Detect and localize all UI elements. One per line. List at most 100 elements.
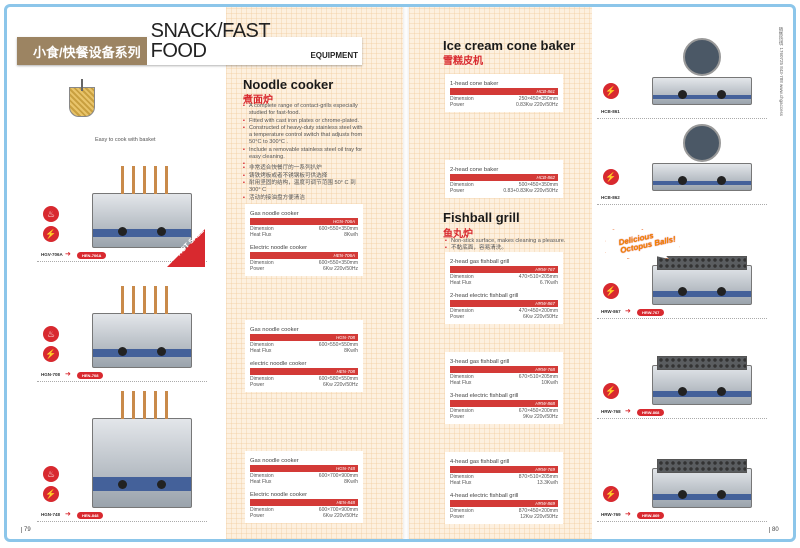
feature-bullet-cn: 活动的接油盘方便清洁 [243, 195, 365, 203]
arrow-right-icon: ➜ [65, 371, 71, 378]
electric-plug-icon: ⚡ [603, 169, 619, 185]
header-cn: 小食/快餐设备系列 [17, 37, 147, 65]
model-bar: HEN-706A [250, 252, 358, 259]
arrow-right-icon: ➜ [625, 511, 631, 518]
product-code: HGV-706A [41, 252, 63, 257]
arrow-right-icon: ➜ [625, 408, 631, 415]
product-panel [37, 265, 207, 382]
model-bar: HEN-848 [250, 499, 358, 506]
model-bar: HRW-767 [450, 266, 558, 273]
product-panel [597, 29, 767, 119]
product-panel [597, 319, 767, 419]
spec-row: Dimension 500×450×350mm [450, 182, 558, 188]
model-bar: HGN-708 [250, 334, 358, 341]
product-image [652, 38, 752, 105]
basket-image [69, 87, 95, 117]
model-bar: HRW-869 [450, 500, 558, 507]
spec-name: Gas noodle cooker [250, 211, 299, 217]
spec-name: 4-head electric fishball grill [450, 493, 519, 499]
feature-bullet: Fitted with cast iron plates or chrome-p… [243, 118, 365, 126]
spec-label: Dimension [450, 408, 474, 414]
model-bar: HCB-861 [450, 88, 558, 95]
spec-name: electric noodle cooker [250, 361, 307, 367]
alt-model-pill: HRW-868 [637, 409, 665, 416]
spec-value: 600×700×900mm [318, 507, 358, 513]
basket-caption: Easy to cook with basket [95, 137, 156, 143]
spec-label: Dimension [450, 474, 474, 480]
header-en: SNACK/FAST FOOD [150, 20, 271, 62]
spec-name: 3-head electric fishball grill [450, 393, 519, 399]
noodle-title: Noodle cooker [243, 77, 334, 92]
spec-value: 0.83Kw 220v/50Hz [516, 102, 558, 108]
side-contact-text: 销售热线: 1760725 843-788 www.chgaccess [779, 27, 784, 117]
spec-row: Power 6Kw 220v/50Hz [450, 314, 558, 320]
page-fold [403, 7, 409, 539]
feature-bullet-cn: 铸铁烤板或者不锈钢板可供选择 [243, 173, 365, 181]
spec-name: 3-head gas fishball grill [450, 359, 510, 365]
spec-name: 2-head cone baker [450, 167, 499, 173]
spec-label: Dimension [450, 374, 474, 380]
product-image [92, 166, 192, 248]
spec-label: Dimension [450, 308, 474, 314]
spec-value: 250×450×350mm [518, 96, 558, 102]
icecream-title: Ice cream cone baker [443, 38, 576, 53]
spec-name: Electric noodle cooker [250, 492, 308, 498]
spec-label: Dimension [250, 260, 274, 266]
feature-bullet-cn: 非常适合快餐厅的一系列扒炉 [243, 165, 365, 173]
product-image [652, 459, 752, 508]
spec-label: Power [450, 102, 465, 108]
spec-value: 8Kw/h [344, 232, 358, 238]
basket-handle [81, 79, 83, 91]
spec-value: 6Kw 220v/50Hz [522, 314, 558, 320]
arrow-right-icon: ➜ [65, 251, 71, 258]
spec-label: Dimension [450, 182, 474, 188]
spec-name: 4-head gas fishball grill [450, 459, 510, 465]
gas-flame-icon: ♨ [43, 326, 59, 342]
spec-value: 600×700×900mm [318, 473, 358, 479]
spec-value: 600×550×350mm [318, 260, 358, 266]
spec-name: Gas noodle cooker [250, 458, 299, 464]
spec-name: 1-head cone baker [450, 81, 499, 87]
model-bar: HGN-706A [250, 218, 358, 225]
electric-plug-icon: ⚡ [43, 486, 59, 502]
spec-value: 670×450×200mm [518, 408, 558, 414]
spec-label: Power [250, 266, 265, 272]
spec-value: 600×550×550mm [318, 342, 358, 348]
spec-value: 470×450×200mm [518, 308, 558, 314]
model-bar: HRW-769 [450, 466, 558, 473]
page-number-left: 79 [21, 527, 31, 533]
spec-value: 500×450×350mm [518, 182, 558, 188]
spec-value: 6Kw 220v/50Hz [322, 382, 358, 388]
electric-plug-icon: ⚡ [603, 486, 619, 502]
spec-label: Dimension [450, 508, 474, 514]
spec-label: Power [450, 514, 465, 520]
spec-label: Power [450, 188, 465, 194]
spec-value: 670×510×205mm [518, 374, 558, 380]
spec-row: Dimension 470×450×200mm [450, 308, 558, 314]
icecream-title-cn: 雪糕皮机 [443, 56, 483, 67]
spec-label: Heat Flux [450, 280, 472, 286]
spec-label: Power [450, 314, 465, 320]
gas-flame-icon: ♨ [43, 206, 59, 222]
feature-bullet: Non-stick surface, makes cleaning a plea… [445, 238, 585, 246]
spec-label: Heat Flux [250, 479, 272, 485]
spec-value: 9Kw 220v/50Hz [522, 414, 558, 420]
spec-value: 600×580×550mm [318, 376, 358, 382]
product-image [652, 356, 752, 405]
spec-name: 2-head gas fishball grill [450, 259, 510, 265]
spec-value: 8Kw/h [344, 479, 358, 485]
spec-value: 6.7Kw/h [539, 280, 558, 286]
spec-label: Dimension [250, 507, 274, 513]
